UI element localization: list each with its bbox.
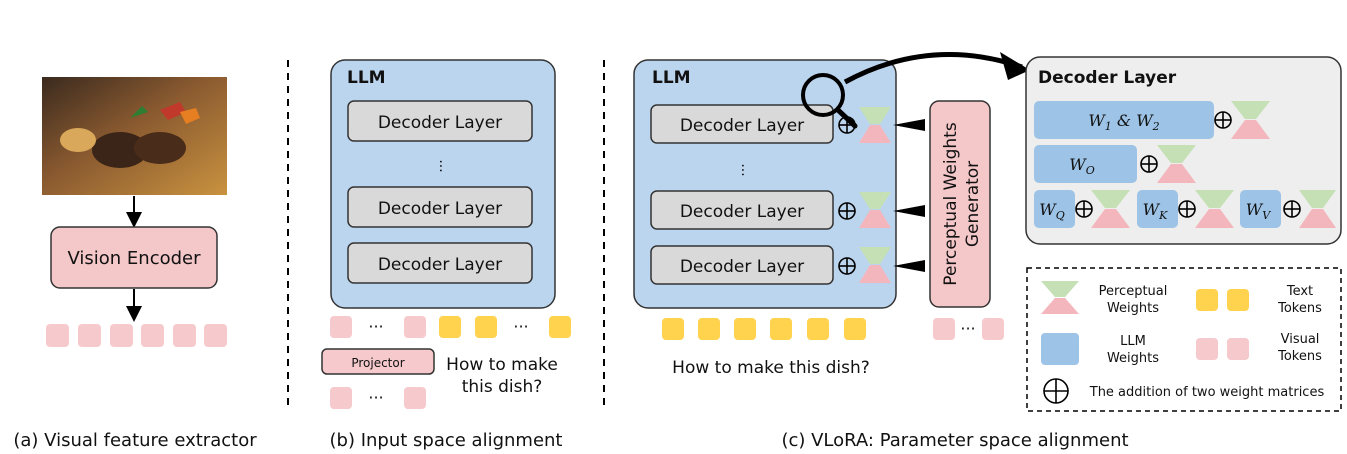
projector-box bbox=[321, 348, 435, 375]
weight-wq bbox=[1034, 190, 1075, 228]
decoder-layer-c-3 bbox=[650, 245, 834, 285]
panel-c: LLM Decoder Layer ··· Decoder Layer Deco… bbox=[633, 52, 1342, 451]
decoder-layer-b-1 bbox=[347, 100, 533, 142]
vision-encoder-label: Vision Encoder bbox=[67, 248, 201, 269]
svg-text:···: ··· bbox=[513, 317, 528, 336]
generator-label-1: Perceptual Weights bbox=[941, 122, 961, 286]
legend-visual-2: Tokens bbox=[1277, 349, 1322, 364]
zoom-plus-icons bbox=[1075, 111, 1301, 218]
decoder-layer-b-2 bbox=[347, 186, 533, 228]
magnifier-icon bbox=[801, 73, 858, 129]
legend-llm-2: Weights bbox=[1107, 351, 1159, 366]
llm-label-c: LLM bbox=[652, 68, 691, 88]
zoom-title: Decoder Layer bbox=[1038, 68, 1177, 88]
perceptual-weights-icon bbox=[859, 107, 891, 283]
decoder-layer-b-3 bbox=[347, 242, 533, 284]
legend-box bbox=[1026, 267, 1342, 412]
legend-visual-tokens-icon bbox=[1196, 338, 1249, 360]
zoom-arrow bbox=[843, 52, 1023, 85]
text-tokens-c bbox=[662, 318, 866, 340]
weight-wk bbox=[1137, 190, 1178, 228]
panel-a: Vision Encoder (a) Visual feature extrac… bbox=[13, 77, 257, 451]
ellipsis-c: ··· bbox=[734, 163, 750, 176]
weight-wo bbox=[1034, 145, 1137, 183]
decoder-label-b-2: Decoder Layer bbox=[378, 199, 502, 219]
legend-visual-1: Visual bbox=[1281, 332, 1320, 347]
legend-text-1: Text bbox=[1286, 284, 1313, 299]
decoder-label-c-3: Decoder Layer bbox=[680, 257, 804, 277]
llm-label-b: LLM bbox=[347, 68, 386, 88]
legend-perceptual-1: Perceptual bbox=[1099, 284, 1168, 299]
legend-perceptual-2: Weights bbox=[1107, 301, 1159, 316]
svg-text:···: ··· bbox=[368, 317, 383, 336]
svg-text:···: ··· bbox=[368, 388, 383, 407]
vision-encoder-box bbox=[50, 226, 218, 289]
legend-llm-weights-icon bbox=[1041, 333, 1079, 365]
generator-box bbox=[929, 100, 991, 308]
ellipsis-b: ··· bbox=[432, 159, 448, 172]
visual-tokens-c: ··· bbox=[933, 318, 1004, 340]
zoom-arrow-head bbox=[1000, 52, 1030, 80]
food-image bbox=[42, 77, 227, 195]
legend-plus-icon bbox=[1043, 378, 1069, 404]
decoder-layer-c-1 bbox=[650, 104, 834, 144]
visual-tokens-b: ··· bbox=[330, 387, 426, 409]
decoder-layer-c-2 bbox=[650, 190, 834, 230]
svg-text:WQ: WQ bbox=[1039, 200, 1064, 222]
question-c: How to make this dish? bbox=[672, 358, 870, 378]
legend-text-2: Tokens bbox=[1277, 301, 1322, 316]
visual-tokens-a bbox=[46, 324, 227, 347]
legend-text-tokens-icon bbox=[1196, 289, 1249, 311]
generator-label-2: Generator bbox=[963, 161, 983, 247]
legend-llm-1: LLM bbox=[1120, 334, 1146, 349]
decoder-label-b-3: Decoder Layer bbox=[378, 255, 502, 275]
weight-w12 bbox=[1034, 101, 1214, 139]
projector-label: Projector bbox=[351, 356, 404, 370]
decoder-label-c-1: Decoder Layer bbox=[680, 116, 804, 136]
svg-text:···: ··· bbox=[960, 319, 975, 338]
question-b-2: this dish? bbox=[462, 377, 543, 397]
decoder-label-b-1: Decoder Layer bbox=[378, 113, 502, 133]
svg-text:WO: WO bbox=[1069, 155, 1094, 177]
svg-text:WV: WV bbox=[1246, 200, 1271, 222]
input-tokens-b: ··· ··· bbox=[330, 316, 571, 338]
question-b-1: How to make bbox=[446, 355, 558, 375]
svg-text:WK: WK bbox=[1143, 200, 1168, 222]
zoom-lora-icons bbox=[1091, 101, 1336, 228]
caption-a: (a) Visual feature extractor bbox=[13, 430, 257, 451]
caption-c: (c) VLoRA: Parameter space alignment bbox=[781, 430, 1128, 451]
weight-wv bbox=[1240, 190, 1281, 228]
decoder-label-c-2: Decoder Layer bbox=[680, 202, 804, 222]
legend-perceptual-icon bbox=[1041, 281, 1079, 314]
svg-text:W1 & W2: W1 & W2 bbox=[1088, 111, 1159, 133]
caption-b: (b) Input space alignment bbox=[330, 430, 563, 451]
legend-addition: The addition of two weight matrices bbox=[1089, 385, 1325, 400]
generator-arrows bbox=[893, 119, 925, 272]
panel-b: LLM Decoder Layer ··· Decoder Layer Deco… bbox=[321, 59, 571, 451]
